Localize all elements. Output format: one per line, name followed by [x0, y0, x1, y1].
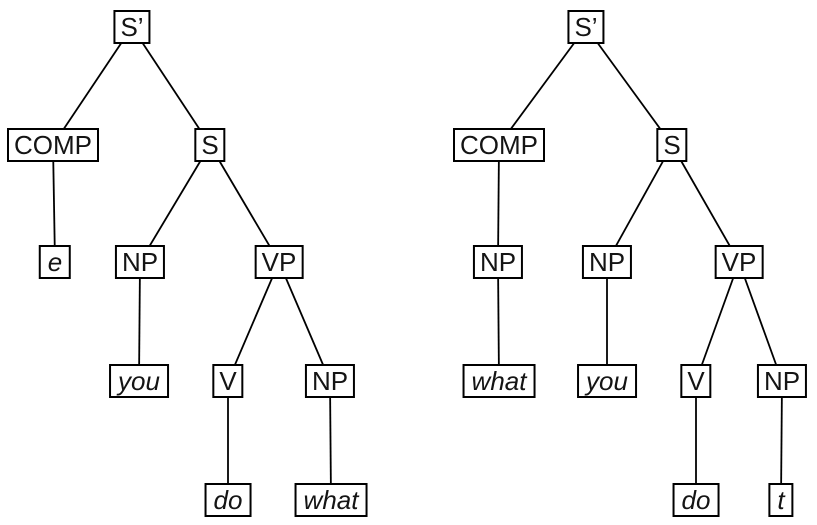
tree-node-you: you: [577, 364, 637, 398]
tree-node-do: do: [672, 483, 720, 517]
tree-node-comp: COMP: [453, 128, 545, 162]
tree-node-comp: COMP: [7, 128, 99, 162]
tree-edge-s-np-subj: [606, 144, 673, 263]
tree-edge-s-bar-s: [131, 26, 211, 146]
tree-node-do: do: [204, 483, 252, 517]
tree-node-np-comp: NP: [472, 245, 524, 279]
tree-node-np-obj: NP: [756, 364, 808, 398]
tree-edge-s-bar-comp: [52, 26, 133, 146]
tree-edge-vp-v: [227, 261, 280, 382]
tree-node-e: e: [38, 245, 72, 279]
tree-node-s-bar: S’: [567, 10, 605, 44]
tree-edge-s-bar-s: [585, 26, 673, 146]
tree-node-v: V: [680, 364, 712, 398]
tree-node-you: you: [109, 364, 169, 398]
tree-edge-s-np-subj: [139, 144, 211, 263]
tree-node-what: what: [462, 364, 536, 398]
tree-node-np-subj: NP: [114, 245, 166, 279]
tree-edge-vp-np-obj: [278, 261, 331, 382]
tree-edge-s-vp: [671, 144, 740, 263]
tree-edge-vp-v: [695, 261, 740, 382]
tree-node-what: what: [294, 483, 368, 517]
tree-edge-np-obj-t: [780, 380, 783, 501]
tree-edge-comp-np-comp: [497, 144, 500, 263]
tree-node-np-obj: NP: [304, 364, 356, 398]
tree-node-s-bar: S’: [113, 10, 151, 44]
tree-node-np-subj: NP: [581, 245, 633, 279]
tree-edge-comp-e: [52, 144, 56, 263]
tree-node-vp: VP: [714, 245, 764, 279]
tree-edge-np-comp-what: [497, 261, 500, 382]
tree-node-v: V: [212, 364, 244, 398]
tree-edge-np-subj-you: [138, 261, 141, 382]
tree-edge-s-bar-comp: [498, 26, 587, 146]
tree-edge-np-obj-what: [329, 380, 332, 501]
tree-edge-vp-np-obj: [738, 261, 783, 382]
tree-node-s: S: [194, 128, 226, 162]
tree-node-s: S: [656, 128, 688, 162]
tree-node-t: t: [768, 483, 794, 517]
tree-node-vp: VP: [254, 245, 304, 279]
tree-edge-s-vp: [209, 144, 280, 263]
